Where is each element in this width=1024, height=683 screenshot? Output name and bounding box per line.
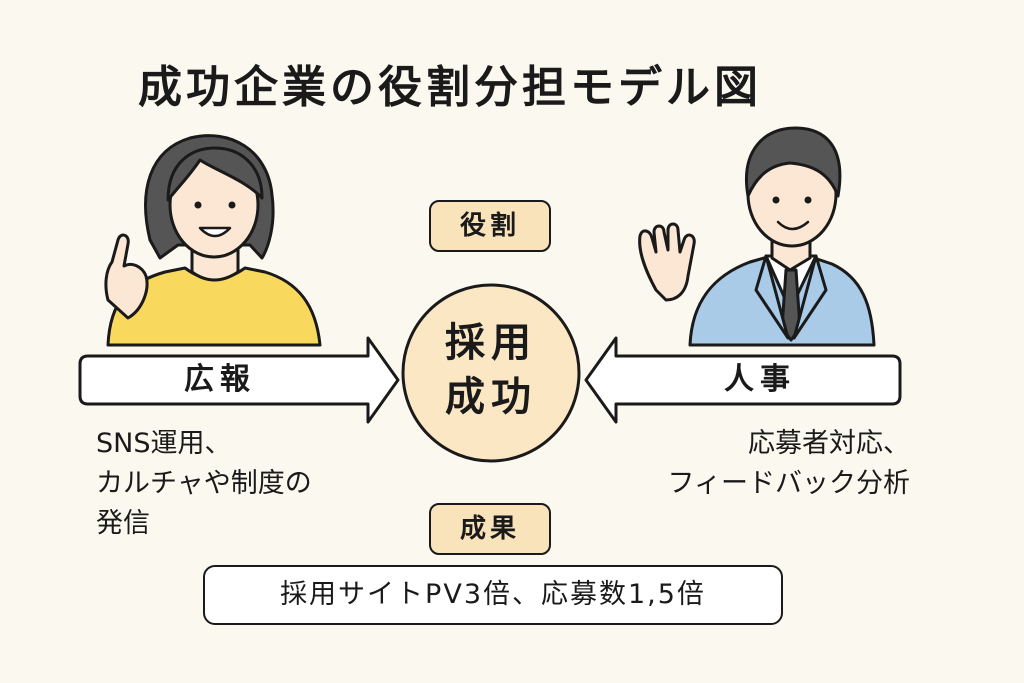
success-line-1: 採用 bbox=[445, 320, 537, 366]
pr-person-illustration bbox=[104, 134, 322, 347]
pr-label: 広報 bbox=[184, 362, 256, 397]
left-arrow-shape bbox=[78, 336, 400, 424]
role-tag: 役割 bbox=[429, 200, 551, 252]
hr-desc-line: フィードバック分析 bbox=[667, 468, 910, 499]
pr-description: SNS運用、 カルチャや制度の 発信 bbox=[96, 424, 396, 544]
pr-desc-line: SNS運用、 bbox=[96, 428, 232, 459]
success-line-2: 成功 bbox=[445, 374, 537, 420]
hr-desc-line: 応募者対応、 bbox=[748, 428, 910, 459]
right-arrow-shape bbox=[584, 336, 902, 424]
hr-label: 人事 bbox=[724, 362, 796, 397]
pr-desc-line: カルチャや制度の bbox=[96, 468, 312, 499]
diagram-title: 成功企業の役割分担モデル図 bbox=[138, 62, 762, 113]
success-circle bbox=[401, 283, 581, 463]
result-tag: 成果 bbox=[429, 503, 551, 555]
hr-description: 応募者対応、 フィードバック分析 bbox=[610, 424, 910, 504]
success-circle-text: 採用 成功 bbox=[402, 316, 580, 436]
pr-desc-line: 発信 bbox=[96, 508, 150, 539]
hr-person-illustration bbox=[638, 126, 876, 347]
result-box: 採用サイトPV3倍、応募数1,5倍 bbox=[203, 565, 783, 625]
